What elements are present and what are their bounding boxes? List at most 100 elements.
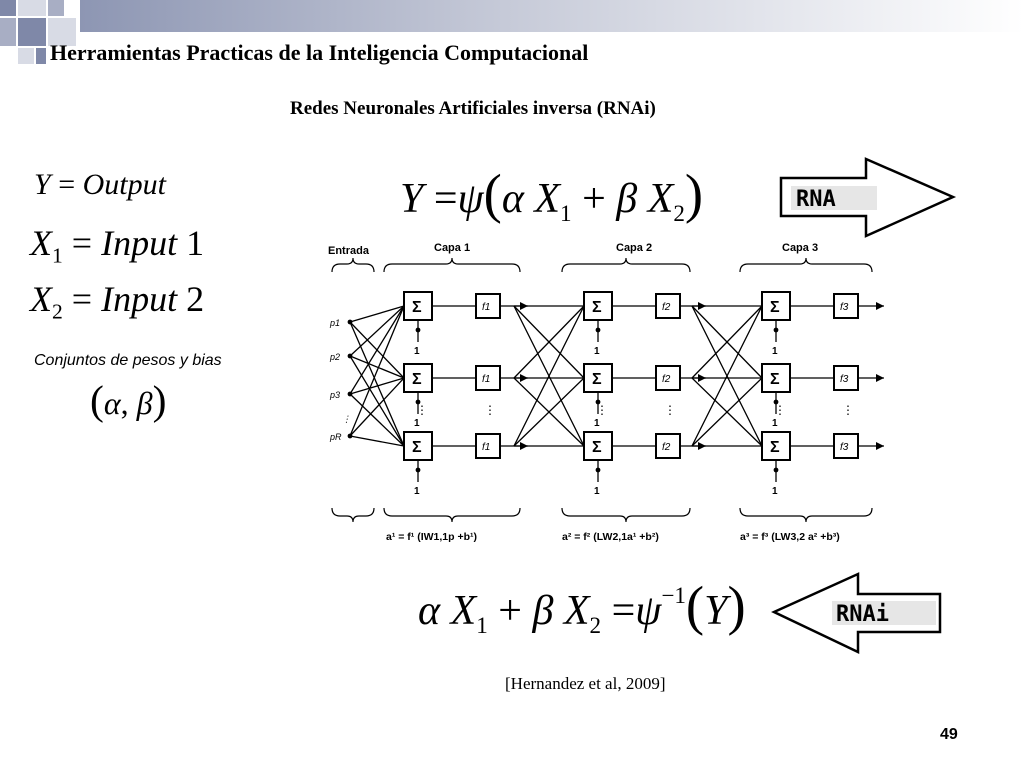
- weights-bias-params: (α, β): [90, 377, 167, 423]
- sum-symbol: Σ: [412, 299, 422, 316]
- bias-one: 1: [772, 418, 778, 429]
- connection-line: [349, 393, 405, 447]
- connection-line: [349, 355, 405, 379]
- connection-line: [513, 377, 585, 447]
- layer-brace: [561, 507, 691, 523]
- layer-header: Capa 2: [616, 242, 652, 254]
- input2-definition: X2 = Input 2: [30, 279, 205, 324]
- transfer-function: [655, 293, 681, 319]
- transfer-label: f1: [482, 374, 490, 385]
- ellipsis: ⋮: [596, 403, 608, 417]
- layer-equation: a¹ = f¹ (IW1,1p +b¹): [386, 531, 477, 543]
- connection-line: [691, 305, 763, 379]
- layer-brace: [561, 257, 691, 273]
- weights-bias-label: Conjuntos de pesos y bias: [34, 352, 222, 369]
- deco-square: [48, 18, 76, 46]
- transfer-label: f2: [662, 442, 671, 453]
- layer-brace: [739, 507, 873, 523]
- input-header: Entrada: [328, 245, 370, 257]
- connection-line: [349, 305, 405, 357]
- connection-line: [349, 355, 405, 447]
- slide-subtitle: Redes Neuronales Artificiales inversa (R…: [290, 98, 656, 119]
- layer-brace: [331, 257, 375, 273]
- bias-node: [595, 467, 601, 473]
- sum-node: [761, 363, 791, 393]
- transfer-function: [833, 433, 859, 459]
- layer-equation: a² = f² (LW2,1a¹ +b²): [562, 531, 659, 543]
- sum-symbol: Σ: [592, 439, 602, 456]
- bias-one: 1: [414, 486, 420, 497]
- sum-symbol: Σ: [592, 371, 602, 388]
- connection-line: [349, 321, 405, 379]
- transfer-label: f1: [482, 302, 490, 313]
- layer-header: Capa 3: [782, 242, 818, 254]
- connection-line: [513, 305, 585, 447]
- bias-one: 1: [772, 346, 778, 357]
- deco-square: [18, 0, 46, 16]
- layer-brace: [331, 507, 375, 523]
- sum-node: [403, 431, 433, 461]
- bias-node: [773, 399, 779, 405]
- transfer-label: f2: [662, 302, 671, 313]
- citation: [Hernandez et al, 2009]: [505, 674, 666, 693]
- connection-line: [691, 305, 763, 447]
- slide-title: Herramientas Practicas de la Inteligenci…: [50, 40, 589, 65]
- connection-line: [349, 305, 405, 323]
- input-label: p1: [329, 318, 340, 328]
- bias-node: [773, 327, 779, 333]
- bias-node: [595, 399, 601, 405]
- sum-symbol: Σ: [412, 439, 422, 456]
- sum-symbol: Σ: [770, 439, 780, 456]
- transfer-label: f3: [840, 442, 849, 453]
- ellipsis: ⋮: [484, 403, 496, 417]
- layer-header: Capa 1: [434, 242, 470, 254]
- rna-arrow: RNA: [779, 157, 957, 238]
- connection-line: [513, 305, 585, 379]
- deco-square: [0, 0, 16, 16]
- ellipsis: ⋮: [342, 414, 351, 424]
- header-gradient-bar: [80, 0, 1024, 32]
- bias-one: 1: [594, 418, 600, 429]
- rnai-arrow: RNAi: [771, 572, 942, 654]
- transfer-label: f3: [840, 302, 849, 313]
- rna-arrow-label: RNA: [796, 187, 836, 212]
- bias-node: [415, 327, 421, 333]
- bias-node: [415, 399, 421, 405]
- bias-one: 1: [414, 346, 420, 357]
- sum-symbol: Σ: [770, 299, 780, 316]
- arrowhead: [876, 442, 884, 450]
- layer-brace: [739, 257, 873, 273]
- input1-definition: X1 = Input 1: [30, 223, 205, 268]
- ellipsis: ⋮: [664, 403, 676, 417]
- deco-square: [18, 48, 34, 64]
- bias-one: 1: [772, 486, 778, 497]
- connection-line: [349, 305, 405, 437]
- forward-formula: Y =ψ(α X1 + β X2): [400, 163, 704, 227]
- inverse-formula: α X1 + β X2 =ψ−1(Y): [418, 575, 746, 639]
- sum-symbol: Σ: [592, 299, 602, 316]
- sum-symbol: Σ: [770, 371, 780, 388]
- bias-one: 1: [414, 418, 420, 429]
- input-label: pR: [329, 432, 342, 442]
- deco-square: [36, 48, 46, 64]
- transfer-label: f1: [482, 442, 490, 453]
- ellipsis: ⋮: [774, 403, 786, 417]
- bias-one: 1: [594, 486, 600, 497]
- bias-node: [773, 467, 779, 473]
- transfer-label: f2: [662, 374, 671, 385]
- rnai-arrow-label: RNAi: [836, 602, 889, 627]
- transfer-label: f3: [840, 374, 849, 385]
- connection-line: [349, 321, 405, 447]
- layer-brace: [383, 507, 521, 523]
- connection-line: [349, 377, 405, 437]
- deco-square: [0, 18, 16, 46]
- page-number: 49: [940, 726, 958, 743]
- arrowhead: [876, 302, 884, 310]
- output-definition: Y = Output: [34, 168, 166, 201]
- sum-symbol: Σ: [412, 371, 422, 388]
- connection-line: [349, 435, 405, 447]
- connection-line: [691, 377, 763, 447]
- transfer-function: [655, 433, 681, 459]
- layer-equation: a³ = f³ (LW3,2 a² +b³): [740, 531, 840, 543]
